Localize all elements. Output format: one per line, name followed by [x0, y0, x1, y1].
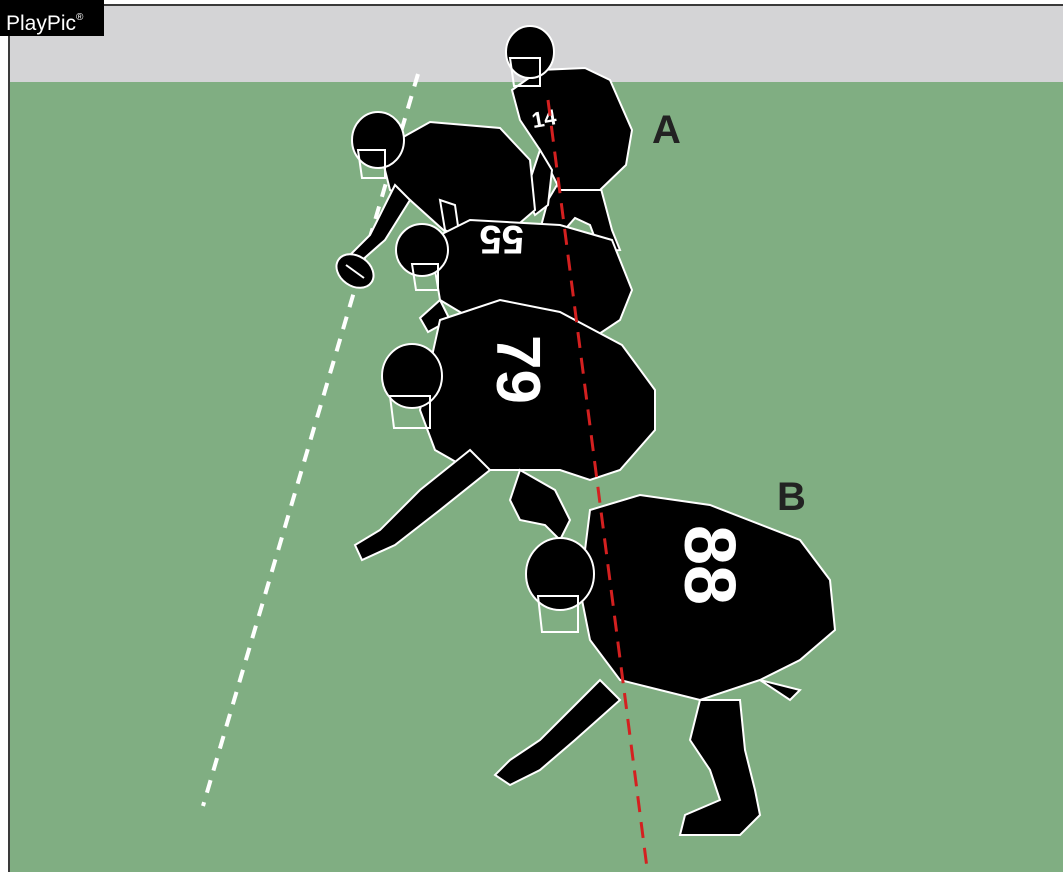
player-number-tight-end: 88: [669, 525, 749, 605]
brand-mark: ®: [76, 12, 83, 23]
label-a: A: [652, 108, 681, 153]
scrimmage-line: [203, 74, 418, 806]
brand-name: PlayPic: [6, 12, 76, 35]
helmet-icon: [526, 538, 594, 632]
player-tight-end: 88: [495, 495, 835, 835]
player-number-tackle: 79: [483, 335, 552, 404]
football-icon: [330, 247, 380, 295]
label-b: B: [777, 475, 806, 520]
player-number-quarterback: 14: [530, 104, 559, 133]
player-number-guard: 55: [480, 217, 525, 261]
playpic-logo: PlayPic®: [0, 0, 104, 36]
